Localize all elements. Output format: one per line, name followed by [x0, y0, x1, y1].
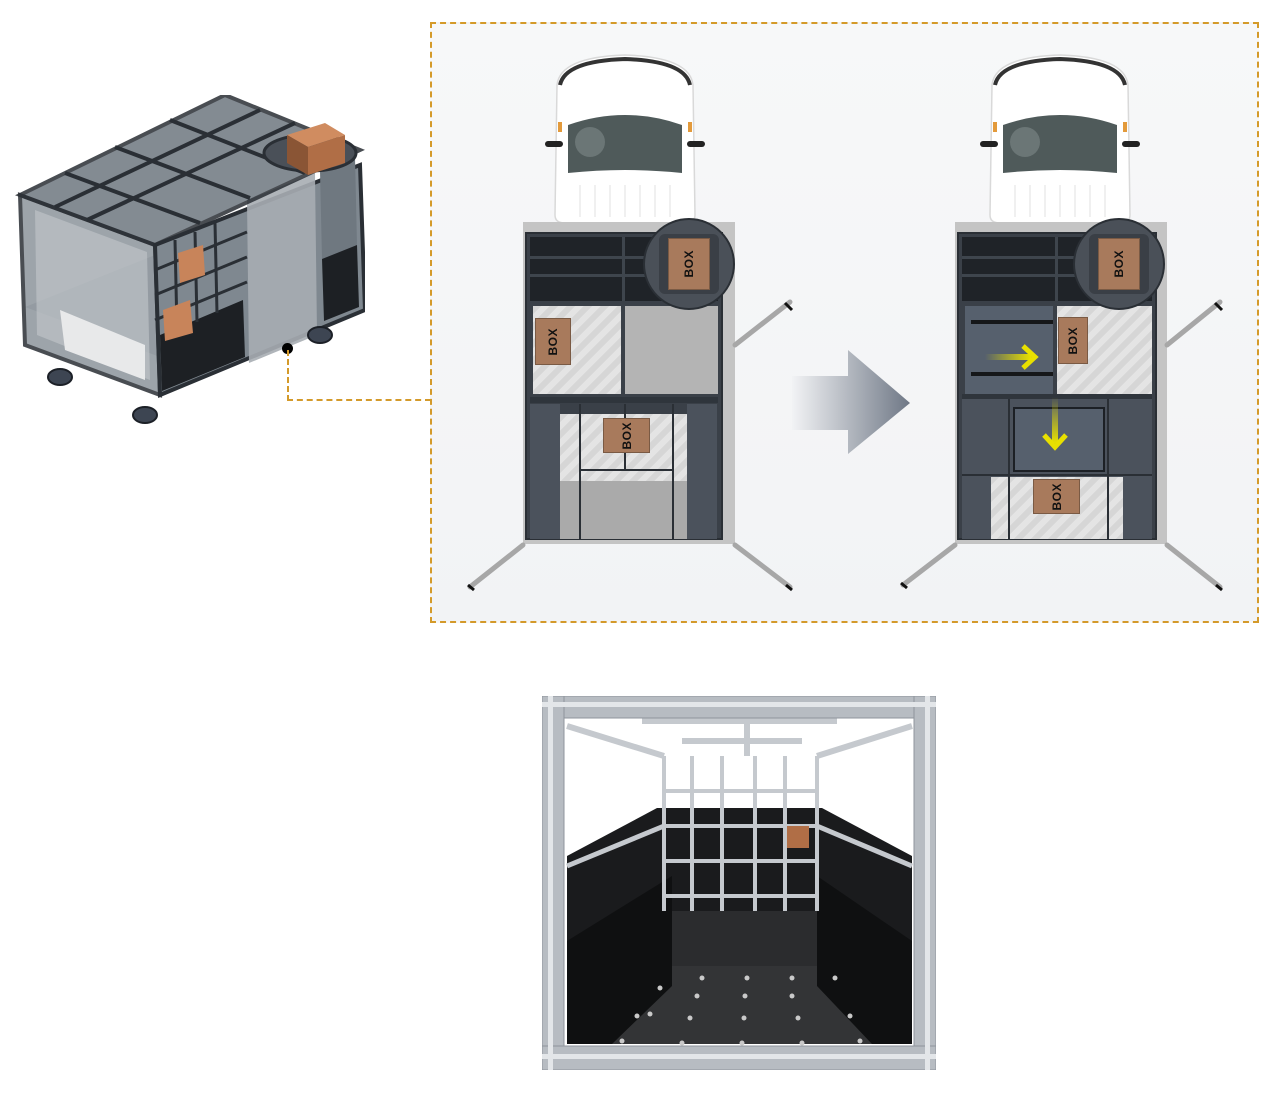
move-right-arrow-icon [985, 344, 1039, 370]
isometric-model-graphic [14, 92, 368, 424]
box-turntable: BOX [668, 238, 710, 290]
transition-arrow-icon [792, 350, 910, 454]
box-lower-center: BOX [603, 418, 650, 453]
move-down-arrow-icon [1042, 397, 1068, 451]
cargo-bed-after: BOX BOX BOX [955, 218, 1167, 544]
truck-cab-icon [980, 54, 1140, 224]
box-middle-left: BOX [535, 318, 571, 365]
cargo-bed-before: BOX BOX BOX [523, 218, 735, 544]
cargo-module-photo [541, 695, 937, 1071]
turntable-before: BOX [643, 218, 735, 310]
connector-dot [282, 343, 293, 354]
cargo-module-photo-graphic [541, 695, 937, 1071]
connector-line-vertical [287, 350, 289, 401]
turntable-after: BOX [1073, 218, 1165, 310]
before-layout: BOX BOX BOX [460, 45, 800, 595]
after-layout: BOX BOX BOX [895, 45, 1235, 595]
loading-ramps [900, 299, 1224, 592]
isometric-cargo-model [14, 92, 368, 430]
loading-ramps [467, 299, 794, 592]
box-bottom-center: BOX [1033, 479, 1080, 514]
connector-line-horizontal [287, 399, 431, 401]
box-turntable: BOX [1098, 238, 1140, 290]
truck-cab-icon [545, 54, 705, 224]
box-middle-right: BOX [1058, 317, 1088, 364]
